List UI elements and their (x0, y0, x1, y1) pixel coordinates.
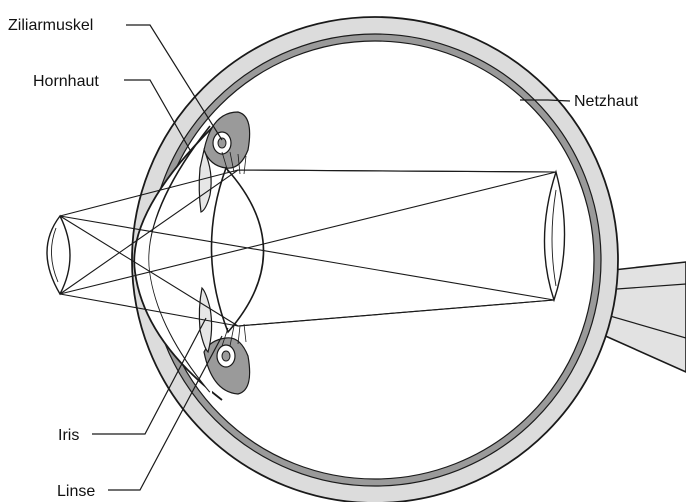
label-retina: Netzhaut (574, 93, 639, 110)
label-lens: Linse (57, 483, 95, 500)
object-candle-flame (47, 216, 70, 294)
label-cornea: Hornhaut (33, 73, 99, 90)
label-ciliary-muscle: Ziliarmuskel (8, 17, 93, 34)
label-iris: Iris (58, 427, 79, 444)
